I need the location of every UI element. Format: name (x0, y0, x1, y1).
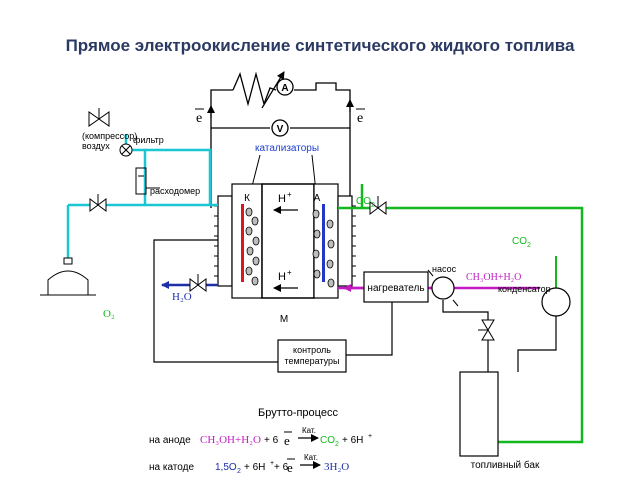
heater-label: нагреватель (367, 283, 424, 294)
svg-text:+ 6: + 6 (274, 462, 289, 473)
svg-text:+: + (287, 190, 292, 199)
svg-text:1,5O: 1,5O (215, 462, 237, 473)
electron-label-left: e (195, 108, 204, 126)
voltmeter: V (271, 119, 289, 137)
oxygen-valve-icon (89, 194, 107, 212)
voltmeter-label: V (277, 124, 284, 135)
catalyst-particles-cathode (245, 207, 260, 286)
svg-text:+: + (368, 433, 372, 440)
fuel-mix-label: CH₃OH+H₂O (466, 272, 521, 283)
svg-text:Кат.: Кат. (304, 453, 318, 462)
cathode-label: К (244, 193, 250, 204)
heater-box (363, 271, 429, 303)
svg-text:CO: CO (356, 196, 371, 207)
svg-text:2: 2 (371, 202, 375, 209)
svg-text:e: e (196, 111, 202, 126)
cathode-reaction: на катоде 1,5O 2 + 6H + + 6 e Кат. 3H₂O (149, 453, 349, 475)
flowmeter-icon (135, 167, 160, 195)
svg-text:CH₃OH+H₂O: CH₃OH+H₂O (200, 434, 261, 446)
ammeter: A (276, 78, 294, 96)
catalyst-particles-anode (312, 209, 335, 288)
condenser-icon (541, 287, 571, 317)
svg-text:на аноде: на аноде (149, 435, 191, 446)
catalysts-label: катализаторы (255, 143, 319, 154)
membrane-label: М (280, 314, 288, 325)
oxygen-label: O₂ (103, 308, 115, 320)
proton-label-top: H + (278, 190, 292, 205)
svg-text:e: e (357, 111, 363, 126)
svg-text:+ 6H: + 6H (244, 462, 265, 473)
svg-text:+: + (287, 268, 292, 277)
anode-chamber (313, 183, 339, 299)
condenser-label: конденсатор (498, 284, 551, 294)
fuel-tank (459, 371, 499, 457)
reactions-heading: Брутто-процесс (258, 407, 338, 419)
proton-label-bottom: H + (278, 268, 292, 283)
fuel-cell: К А H + H + М (214, 183, 356, 325)
condenser-to-tank-line (517, 315, 557, 372)
fuel-tank-label: топливный бак (471, 459, 540, 471)
air-supply-line (66, 134, 218, 258)
external-circuit (210, 71, 351, 208)
pump-label: насос (432, 264, 457, 274)
svg-text:+ 6H: + 6H (342, 435, 363, 446)
electron-label-right: e (356, 108, 365, 126)
flowmeter-label: расходомер (150, 186, 200, 196)
svg-text:H: H (278, 271, 286, 283)
svg-text:e: e (287, 460, 293, 475)
compressor-label-line2: воздух (82, 141, 110, 151)
temp-control-wire-right (346, 302, 393, 356)
anode-collector-bar (322, 204, 325, 282)
compressor-label-line1: (компрессор) (82, 131, 137, 141)
oxygen-cylinder-icon (40, 257, 96, 296)
temp-control-box (277, 339, 347, 373)
cathode-endplate (217, 195, 233, 287)
co2-condenser-label: CO 2 (512, 236, 531, 249)
pump-icon (427, 269, 459, 307)
svg-text:CO: CO (320, 435, 335, 446)
anode-reaction: на аноде CH₃OH+H₂O + 6 e Кат. CO 2 + 6H … (149, 426, 372, 448)
svg-text:3H₂O: 3H₂O (324, 461, 349, 473)
anode-endplate (337, 195, 353, 287)
anode-label: А (314, 193, 321, 204)
svg-text:2: 2 (237, 468, 241, 475)
temp-control-wire-left (153, 239, 278, 363)
membrane-body (261, 183, 315, 299)
ammeter-label: A (281, 83, 288, 94)
tank-suction-line (442, 300, 489, 372)
co2-line (338, 184, 584, 444)
svg-text:+ 6: + 6 (264, 435, 279, 446)
svg-text:CO: CO (512, 236, 527, 247)
cathode-collector-bar (241, 204, 244, 282)
filter-label: фильтр (133, 135, 164, 145)
svg-text:2: 2 (335, 441, 339, 448)
page-title: Прямое электроокисление синтетического ж… (65, 36, 575, 55)
svg-text:e: e (284, 433, 290, 448)
co2-valve-icon (369, 196, 387, 215)
water-valve-icon (189, 274, 207, 292)
variable-resistor-arrow (261, 71, 285, 109)
air-inlet-valve (88, 108, 110, 127)
svg-text:2: 2 (527, 242, 531, 249)
filter-icon (119, 143, 133, 157)
svg-text:+: + (270, 460, 274, 467)
tank-valve-icon (478, 319, 495, 341)
svg-text:H: H (278, 193, 286, 205)
co2-outlet-label: CO 2 (356, 196, 375, 209)
temp-control-label-line1: контроль (293, 345, 331, 355)
temp-control-label-line2: температуры (284, 356, 339, 366)
svg-text:Кат.: Кат. (302, 426, 316, 435)
svg-text:на катоде: на катоде (149, 462, 194, 473)
water-label: H₂O (172, 291, 192, 303)
